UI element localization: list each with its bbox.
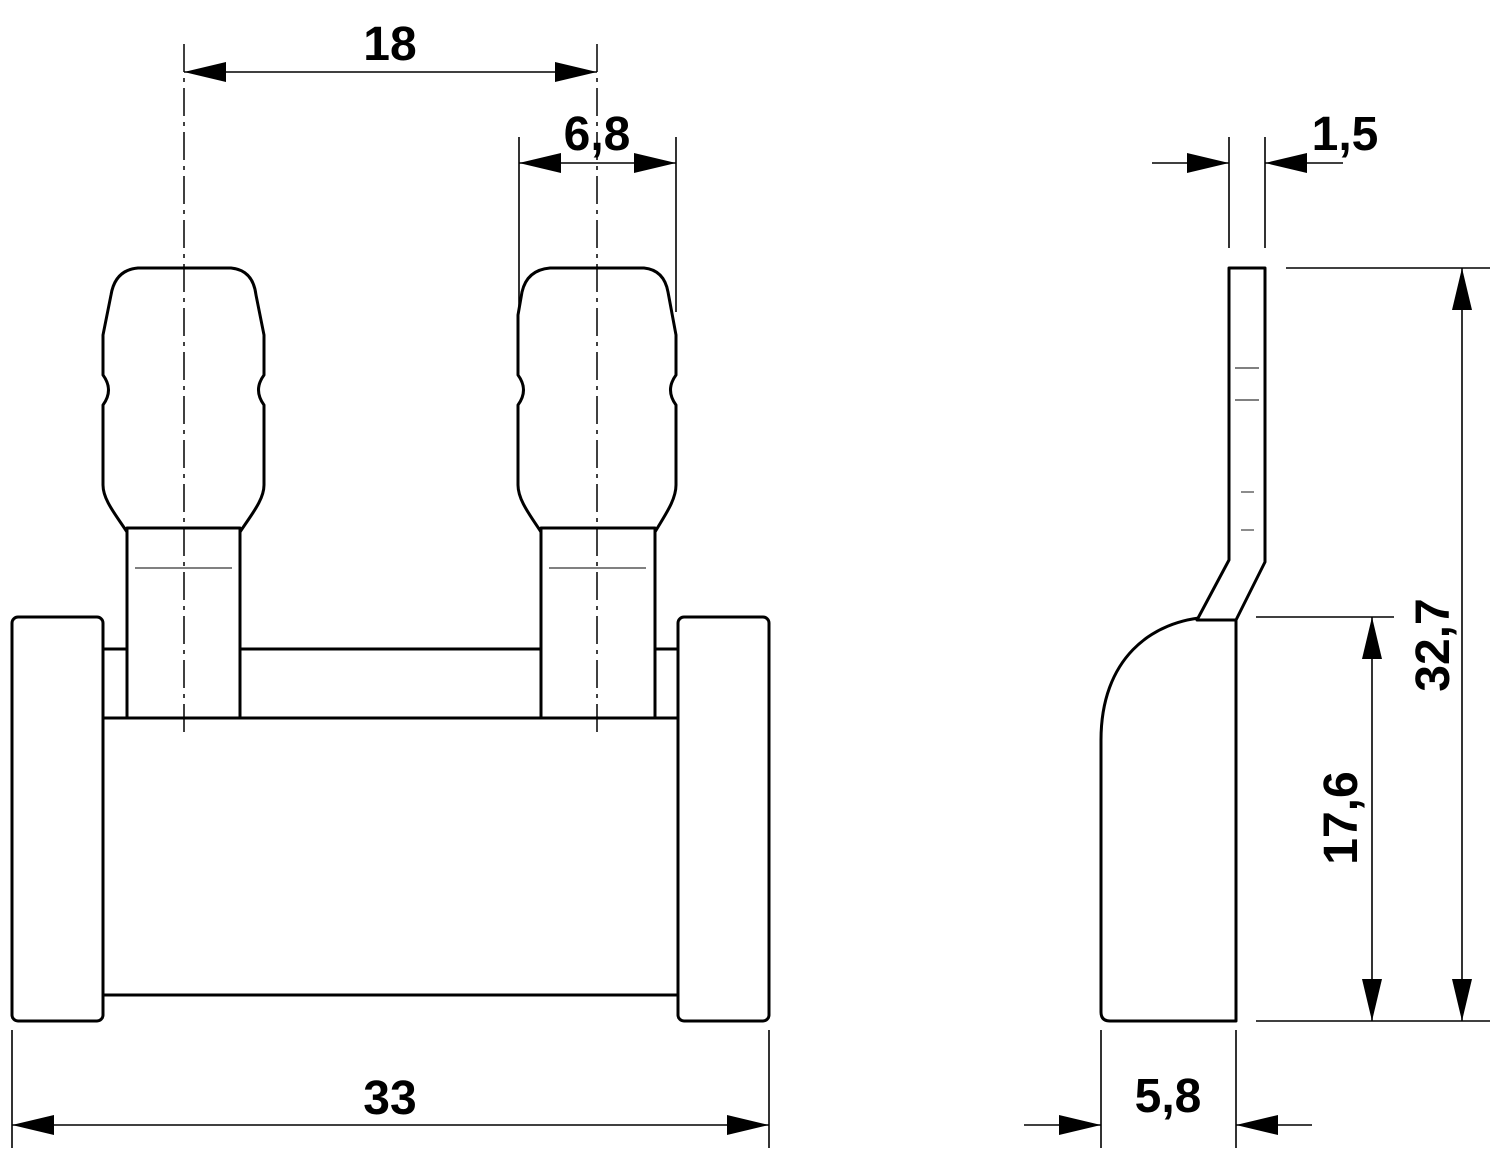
- front-right-tab-neck: [539, 526, 657, 720]
- dim-body-depth-label: 5,8: [1135, 1070, 1202, 1123]
- dim-overall-height: 32,7: [1256, 267, 1490, 1022]
- dim-overall-width-label: 33: [363, 1072, 416, 1125]
- side-view: 1,5 32,7 17,6 5,8: [1024, 108, 1490, 1148]
- dim-pitch: 18: [184, 18, 597, 82]
- dim-overall-height-label: 32,7: [1407, 598, 1460, 691]
- front-view: 18 6,8 33: [10, 18, 771, 1148]
- dim-body-height-label: 17,6: [1315, 771, 1368, 864]
- dim-tab-thickness: 1,5: [1152, 108, 1378, 248]
- front-main-body: [101, 716, 680, 997]
- dim-pitch-label: 18: [363, 18, 416, 71]
- dim-body-height: 17,6: [1256, 616, 1394, 1021]
- dim-tab-thickness-label: 1,5: [1312, 108, 1379, 161]
- dim-overall-width: 33: [11, 1030, 770, 1148]
- front-left-end-block: [10, 615, 105, 1023]
- dim-tab-width-label: 6,8: [564, 108, 631, 161]
- side-body-profile: [1099, 615, 1238, 1023]
- dim-body-depth: 5,8: [1024, 1030, 1312, 1148]
- side-tab-profile: [1195, 266, 1267, 622]
- dim-tab-width: 6,8: [518, 108, 677, 312]
- front-right-end-block: [676, 615, 771, 1023]
